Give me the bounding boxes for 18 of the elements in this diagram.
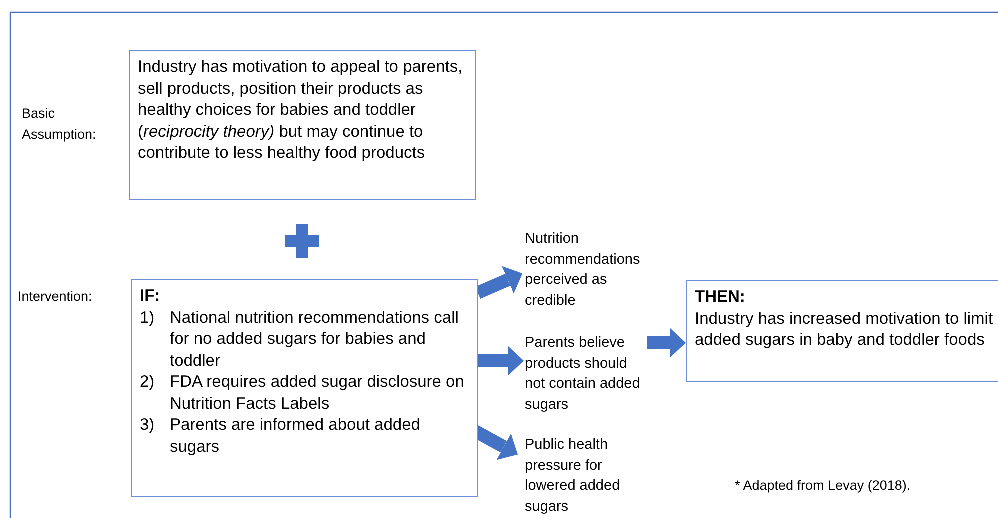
list-item: 1) National nutrition recommendations call for no added sugars for babies and toddler [140, 308, 460, 372]
box-heading: THEN: [695, 287, 746, 308]
row-label: Intervention: [18, 288, 94, 306]
text-box [131, 279, 478, 497]
row-label: Basic Assumption: [22, 105, 98, 144]
block-arrow [478, 346, 524, 376]
box-text: Industry has motivation to appeal to parents, sell products, position their products as healthy choices for babies and toddler (reciprocity theory) but may continue to contribute to less healthy food products [138, 57, 464, 164]
node-text: Nutrition recommendations perceived as credible [525, 229, 643, 311]
box-heading: IF: [140, 286, 162, 307]
list-item: 2) FDA requires added sugar disclosure on Nutrition Facts Labels [140, 372, 466, 414]
box-text: Industry has increased motivation to limit added sugars in baby and toddler foods [695, 308, 994, 351]
list-item: 3) Parents are informed about added sugars [140, 415, 422, 458]
node-text: Public health pressure for lowered added sugars [525, 435, 643, 517]
block-arrow [647, 328, 686, 358]
footnote: * Adapted from Levay (2018). [735, 477, 912, 495]
text-box [129, 50, 476, 200]
node-text: Parents believe products should not contain added sugars [525, 333, 643, 415]
text-box [686, 280, 998, 382]
